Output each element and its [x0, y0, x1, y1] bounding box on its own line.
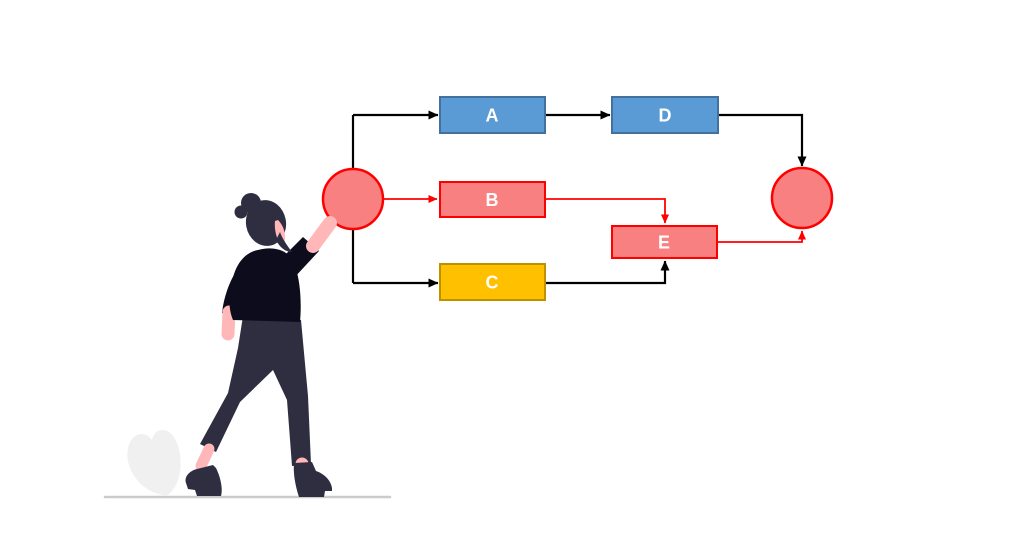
person-right-arm — [264, 237, 319, 293]
person-left-ankle — [195, 443, 215, 472]
node-b-label: B — [486, 190, 499, 210]
edge-d-end — [718, 113, 807, 167]
person-right-shoe — [293, 462, 332, 497]
person-left-hand — [221, 305, 236, 341]
edge-b-e — [545, 198, 669, 224]
nodes-group: A D B E C — [439, 96, 719, 301]
person-left-shoe — [185, 465, 222, 496]
node-a — [439, 96, 546, 134]
node-d-label: D — [659, 106, 672, 126]
node-c — [439, 263, 546, 301]
person-illustration — [185, 193, 337, 497]
person-hair-tail — [276, 232, 292, 252]
person-hair-bun-small — [234, 205, 248, 219]
edge-e-end — [717, 230, 806, 243]
node-start-circle — [321, 167, 385, 231]
leaf-shadow — [127, 429, 181, 496]
node-c-label: C — [486, 273, 499, 293]
node-e-label: E — [658, 233, 670, 253]
node-d — [611, 96, 719, 134]
node-a-label: A — [486, 106, 499, 126]
node-b — [439, 181, 546, 218]
edges-group — [351, 110, 807, 288]
edge-c-e — [545, 260, 670, 285]
node-end-circle — [770, 166, 834, 230]
person-pants — [200, 316, 311, 466]
node-e — [611, 225, 718, 259]
person-right-hand — [306, 216, 337, 253]
